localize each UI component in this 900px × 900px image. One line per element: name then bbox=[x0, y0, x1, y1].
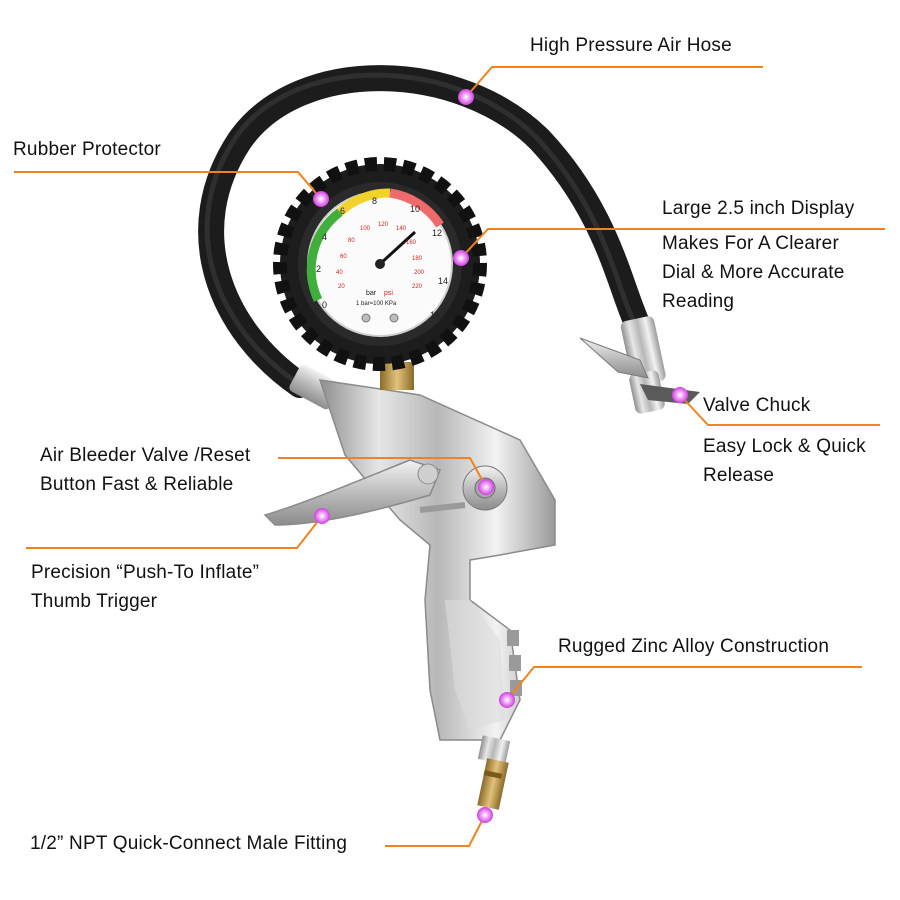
pressure-gauge: 0 2 4 6 8 10 12 14 16 20 40 60 80 100 12… bbox=[273, 157, 487, 371]
label-air-hose: High Pressure Air Hose bbox=[530, 35, 732, 56]
gauge-psi-180: 180 bbox=[412, 256, 423, 262]
marker-dot-trigger bbox=[314, 508, 330, 524]
marker-dots bbox=[313, 89, 688, 823]
gauge-psi-80: 80 bbox=[348, 238, 355, 244]
gauge-psi-40: 40 bbox=[336, 270, 343, 276]
gauge-unit-psi: psi bbox=[384, 290, 393, 297]
gauge-psi-20: 20 bbox=[338, 284, 345, 290]
gauge-bar-10: 10 bbox=[410, 204, 420, 214]
leader-chuck bbox=[679, 394, 880, 426]
gauge-unit-bar: bar bbox=[366, 290, 377, 297]
label-quick-connect: 1/2” NPT Quick-Connect Male Fitting bbox=[30, 833, 348, 854]
label-chuck-title: Valve Chuck bbox=[703, 395, 811, 416]
gauge-bar-12: 12 bbox=[432, 228, 442, 238]
gauge-bar-16: 16 bbox=[430, 310, 440, 320]
gauge-bar-0: 0 bbox=[322, 300, 327, 310]
marker-dot-chuck bbox=[672, 387, 688, 403]
gauge-bar-6: 6 bbox=[340, 206, 345, 216]
valve-chuck bbox=[579, 316, 700, 414]
gauge-psi-140: 140 bbox=[396, 226, 407, 232]
gauge-bar-2: 2 bbox=[316, 264, 321, 274]
label-bleeder-line-2: Button Fast & Reliable bbox=[40, 474, 234, 495]
marker-dot-fitting bbox=[477, 807, 493, 823]
leader-hose bbox=[465, 66, 763, 98]
leader-bleeder bbox=[278, 457, 487, 488]
gauge-bar-4: 4 bbox=[322, 232, 327, 242]
gauge-bar-14: 14 bbox=[438, 276, 448, 286]
gauge-psi-60: 60 bbox=[340, 254, 347, 260]
gauge-psi-100: 100 bbox=[360, 226, 371, 232]
callout-lines bbox=[14, 66, 885, 847]
marker-dot-display bbox=[453, 250, 469, 266]
label-display-title: Large 2.5 inch Display bbox=[662, 198, 855, 219]
leader-rubber bbox=[14, 171, 322, 200]
quick-connect-fitting bbox=[477, 735, 511, 810]
label-display-line-1: Makes For A Clearer bbox=[662, 233, 839, 254]
leader-trigger bbox=[26, 515, 323, 549]
gauge-psi-220: 220 bbox=[412, 284, 423, 290]
label-bleeder-line-1: Air Bleeder Valve /Reset bbox=[40, 445, 251, 466]
gauge-psi-200: 200 bbox=[414, 270, 425, 276]
marker-dot-rubber bbox=[313, 191, 329, 207]
leader-display bbox=[460, 228, 885, 259]
label-trigger-line-1: Precision “Push-To Inflate” bbox=[31, 562, 260, 583]
label-chuck-line-1: Easy Lock & Quick bbox=[703, 436, 866, 457]
leader-fitting bbox=[385, 814, 486, 847]
label-chuck-line-2: Release bbox=[703, 465, 775, 486]
label-display-line-3: Reading bbox=[662, 291, 735, 312]
label-zinc-alloy: Rugged Zinc Alloy Construction bbox=[558, 636, 830, 657]
leader-alloy bbox=[506, 666, 862, 701]
gauge-psi-160: 160 bbox=[406, 240, 417, 246]
label-trigger-line-2: Thumb Trigger bbox=[31, 591, 158, 612]
marker-dot-alloy bbox=[499, 692, 515, 708]
gauge-conversion: 1 bar=100 KPa bbox=[356, 301, 397, 307]
label-rubber-protector: Rubber Protector bbox=[13, 139, 161, 160]
marker-dot-hose bbox=[458, 89, 474, 105]
marker-dot-bleeder bbox=[478, 479, 494, 495]
gauge-bar-8: 8 bbox=[372, 196, 377, 206]
gauge-psi-120: 120 bbox=[378, 222, 389, 228]
trigger bbox=[263, 459, 466, 526]
label-display-line-2: Dial & More Accurate bbox=[662, 262, 845, 283]
